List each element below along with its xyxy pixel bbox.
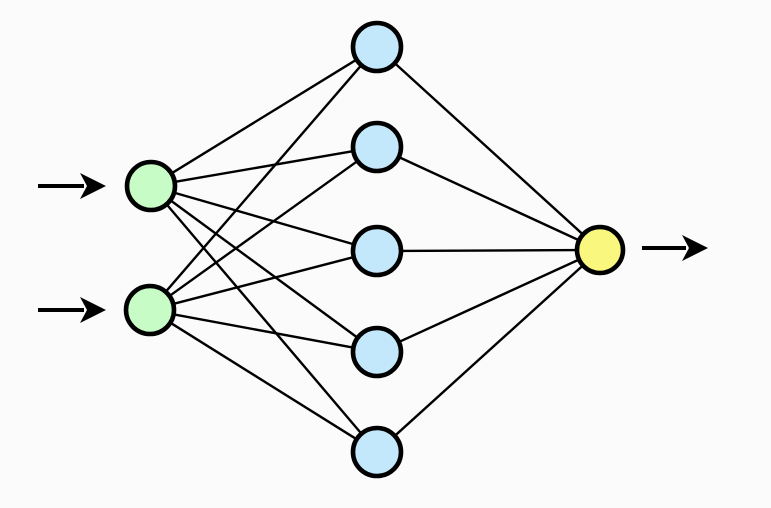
neuron-node-h1[interactable] [350, 20, 404, 74]
input-arrow-2 [38, 297, 106, 323]
output-arrow-1-head-icon [682, 235, 708, 261]
neuron-node-h4[interactable] [350, 325, 404, 379]
output-arrow-1 [642, 235, 708, 261]
neuron-node-i1[interactable] [124, 159, 178, 213]
neuron-node-o1[interactable] [574, 224, 626, 276]
connection-edge-i1-h3 [172, 191, 356, 246]
neuron-node-i2[interactable] [123, 283, 177, 337]
connection-edge-h3-o1 [399, 248, 579, 253]
connection-edge-h5-o1 [393, 263, 585, 438]
connection-edge-i2-h2 [167, 159, 360, 298]
input-arrow-1-head-icon [80, 173, 106, 199]
input-arrow-1 [38, 173, 106, 199]
connection-edge-h2-o1 [397, 155, 581, 242]
connection-edge-i1-h5 [164, 202, 364, 436]
edge-layer [164, 58, 585, 441]
neuron-node-h3[interactable] [350, 224, 404, 278]
io-arrow-layer [38, 173, 708, 323]
connection-edge-h1-o1 [393, 61, 585, 237]
connection-edge-i1-h1 [169, 58, 359, 175]
connection-edge-i1-h4 [168, 198, 360, 340]
node-layer [123, 20, 626, 479]
connection-edge-i2-h5 [168, 321, 359, 441]
connection-edge-i2-h4 [172, 313, 355, 349]
connection-edge-i1-h2 [173, 149, 355, 184]
connection-edge-h4-o1 [397, 258, 581, 344]
connection-edge-i2-h3 [171, 255, 356, 306]
connection-edge-i2-h1 [164, 63, 363, 294]
neuron-node-h2[interactable] [350, 120, 404, 174]
neuron-node-h5[interactable] [350, 425, 404, 479]
input-arrow-2-head-icon [80, 297, 106, 323]
